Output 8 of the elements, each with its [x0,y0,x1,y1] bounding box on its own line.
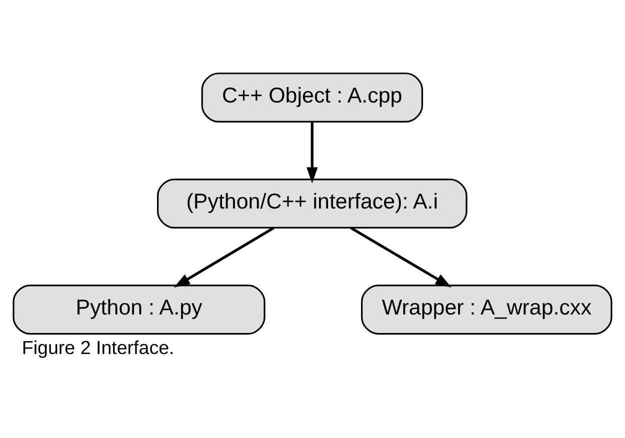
node-box: (Python/C++ interface): A.i [157,178,468,229]
caption: Figure 2 Interface. [22,337,174,358]
arrow [350,226,452,288]
arrow [174,226,274,288]
node-box: C++ Object : A.cpp [201,72,424,122]
arrow [306,122,318,184]
node-box: Python : A.py [12,284,266,335]
node-box: Wrapper : A_wrap.cxx [361,284,612,335]
